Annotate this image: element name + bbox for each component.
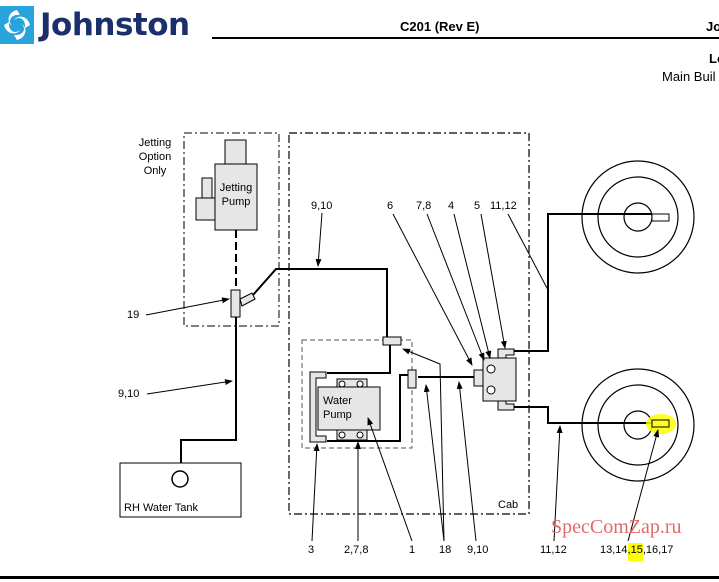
- johnston-logo: Johnston: [0, 6, 190, 44]
- water-pump: Water Pump: [309, 371, 381, 443]
- callout-9-10-bottom: 9,10: [467, 544, 488, 556]
- header-right-title: Jo: [706, 19, 719, 34]
- cab-boundary: [288, 132, 530, 515]
- callout-5: 5: [474, 200, 480, 212]
- hose-to-upper-reel: [512, 213, 652, 352]
- callout-9-10-top: 9,10: [311, 200, 332, 212]
- jetting-pump-label-2: Pump: [222, 196, 251, 208]
- water-pump-label-2: Pump: [323, 409, 352, 421]
- hose-to-lower-reel: [512, 406, 652, 424]
- manifold-valve: [473, 348, 517, 411]
- hose-tank-feed: [180, 317, 237, 478]
- jetting-option-label-3: Only: [144, 165, 167, 177]
- callout-11-12-bottom: 11,12: [540, 544, 567, 556]
- cab-label: Cab: [498, 499, 518, 511]
- callout-13-14: 13,14,: [600, 544, 631, 556]
- watermark: SpecComZap.ru: [551, 516, 682, 538]
- hose-reel-lower: [581, 368, 695, 482]
- callout-11-12-top: 11,12: [490, 200, 517, 212]
- brand-name: Johnston: [40, 7, 190, 43]
- hose-reel-upper: [581, 160, 695, 274]
- callout-highlight: [628, 543, 643, 561]
- hose-jetting-to-cab: [252, 268, 388, 337]
- callout-2-7-8: 2,7,8: [344, 544, 368, 556]
- callout-6: 6: [387, 200, 393, 212]
- johnston-swirl-icon: [0, 6, 34, 44]
- callout-9-10-left: 9,10: [118, 388, 139, 400]
- callout-1: 1: [409, 544, 415, 556]
- callout-3: 3: [308, 544, 314, 556]
- callout-18: 18: [439, 544, 451, 556]
- hose-pump-out: [327, 374, 408, 442]
- header-rule: [212, 37, 719, 39]
- jetting-option-label-1: Jetting: [139, 137, 171, 149]
- jetting-option-label-2: Option: [139, 151, 171, 163]
- y-fitting: [230, 289, 256, 318]
- callout-7-8: 7,8: [416, 200, 431, 212]
- header-right-subtitle: Lo: [709, 51, 719, 66]
- hose-filter-to-pump: [327, 345, 391, 374]
- jetting-pump-label-1: Jetting: [220, 182, 252, 194]
- tank-label: RH Water Tank: [124, 502, 198, 514]
- footer-rule: [0, 576, 719, 579]
- jetting-pump: Jetting Pump: [195, 139, 258, 231]
- callout-13-17: 13,14,15,16,17: [600, 544, 673, 556]
- callout-16-17: ,16,17: [643, 544, 674, 556]
- callout-19: 19: [127, 309, 139, 321]
- callout-4: 4: [448, 200, 454, 212]
- document-id: C201 (Rev E): [400, 19, 480, 34]
- header-right-location: Main Buil: [662, 69, 716, 84]
- water-pump-label-1: Water: [323, 395, 352, 407]
- callout-15-highlighted: 15: [631, 544, 643, 556]
